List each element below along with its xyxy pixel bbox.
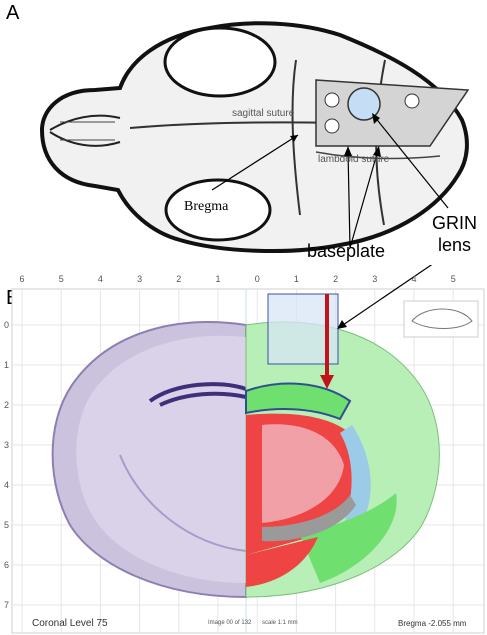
top-tick-label: 5	[451, 274, 456, 284]
top-tick-label: 3	[372, 274, 377, 284]
top-tick-label: 6	[19, 274, 24, 284]
top-tick-label: 0	[255, 274, 260, 284]
skull-diagram	[0, 0, 487, 265]
grin-lens-label: GRIN lens	[432, 212, 477, 256]
top-tick-label: 5	[59, 274, 64, 284]
left-tick-label: 4	[4, 480, 9, 490]
bregma-label: Bregma	[184, 199, 228, 215]
footer-right-label: Bregma -2.055 mm	[398, 619, 466, 628]
left-tick-label: 7	[4, 600, 9, 610]
left-tick-label: 2	[4, 400, 9, 410]
left-tick-label: 1	[4, 360, 9, 370]
top-tick-label: 4	[98, 274, 103, 284]
footer-left-label: Coronal Level 75	[32, 618, 108, 629]
footer-mid-a: Image 00 of 132	[208, 620, 251, 626]
top-tick-label: 1	[215, 274, 220, 284]
left-tick-label: 6	[4, 560, 9, 570]
left-tick-label: 5	[4, 520, 9, 530]
left-tick-label: 0	[4, 320, 9, 330]
top-tick-label: 3	[137, 274, 142, 284]
sagittal-suture-label: sagittal suture	[232, 108, 294, 119]
top-tick-label: 4	[411, 274, 416, 284]
left-tick-label: 3	[4, 440, 9, 450]
top-tick-label: 1	[294, 274, 299, 284]
baseplate-label: baseplate	[307, 241, 385, 262]
top-tick-label: 2	[176, 274, 181, 284]
footer-mid-b: scale 1:1 mm	[262, 620, 298, 626]
top-tick-label: 2	[333, 274, 338, 284]
lambdoid-suture-label: lambdoid suture	[318, 154, 389, 165]
